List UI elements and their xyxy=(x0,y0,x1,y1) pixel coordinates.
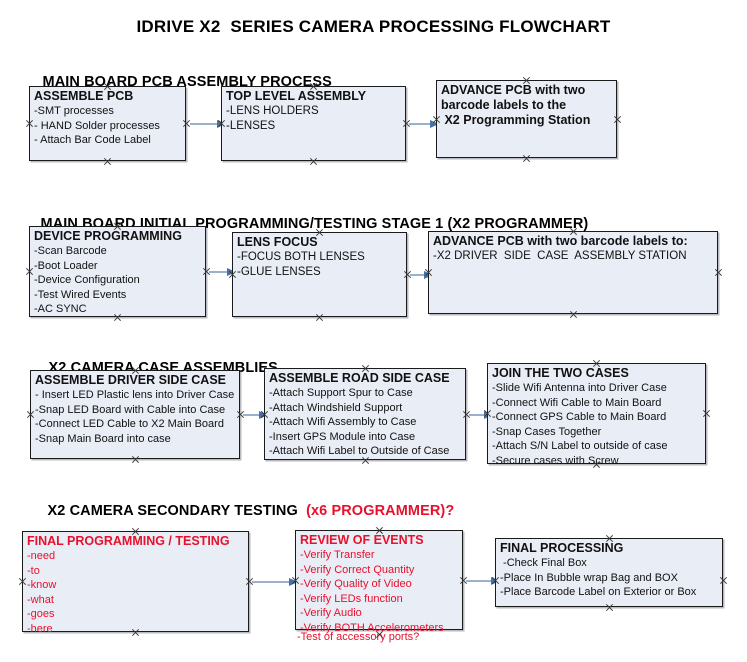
flow-box-line: - Attach Bar Code Label xyxy=(34,134,151,146)
flow-box-line: -Snap Main Board into case xyxy=(35,432,171,445)
flow-box-final-processing[interactable]: FINAL PROCESSING -Check Final Box -Place… xyxy=(495,538,723,607)
flow-box-content: REVIEW OF EVENTS -Verify Transfer -Verif… xyxy=(300,533,460,635)
flow-box-line: -Verify LEDs function xyxy=(300,592,403,605)
flow-box-assemble-pcb[interactable]: ASSEMBLE PCB -SMT processes - HAND Solde… xyxy=(29,86,186,161)
flow-box-title: ADVANCE PCB with two xyxy=(441,83,586,97)
connector-arrow xyxy=(466,576,500,585)
flow-box-assemble-road-side-case[interactable]: ASSEMBLE ROAD SIDE CASE -Attach Support … xyxy=(264,368,466,460)
flow-box-title: TOP LEVEL ASSEMBLY xyxy=(226,89,367,103)
flow-box-line: -goes xyxy=(27,608,55,620)
connector-arrow xyxy=(209,267,236,276)
flow-box-line: -Connect LED Cable to X2 Main Board xyxy=(35,418,224,430)
flow-box-lens-focus[interactable]: LENS FOCUS -FOCUS BOTH LENSES -GLUE LENS… xyxy=(232,232,407,317)
flow-box-line: -to xyxy=(27,564,40,577)
connector-arrow xyxy=(469,410,493,419)
flow-box-assemble-driver-side-case[interactable]: ASSEMBLE DRIVER SIDE CASE - Insert LED P… xyxy=(30,370,240,459)
flow-box-line: -Check Final Box xyxy=(500,557,587,569)
flow-box-title: ADVANCE PCB with two barcode labels to: xyxy=(433,234,688,248)
flow-box-line: -GLUE LENSES xyxy=(237,265,321,278)
flow-box-device-programming[interactable]: DEVICE PROGRAMMING -Scan Barcode -Boot L… xyxy=(29,226,206,317)
flow-box-line: -SMT processes xyxy=(34,105,114,117)
flow-box-review-of-events[interactable]: REVIEW OF EVENTS -Verify Transfer -Verif… xyxy=(295,530,463,634)
connector-arrow xyxy=(410,270,433,279)
flow-box-content: FINAL PROGRAMMING / TESTING -need -to -k… xyxy=(27,534,246,636)
flow-box-line: -LENSES xyxy=(226,119,276,132)
flow-box-content: ADVANCE PCB with two barcode labels to t… xyxy=(441,83,614,128)
connector-arrow xyxy=(409,119,439,128)
flow-box-line: -Attach Windshield Support xyxy=(269,401,403,414)
flow-box-line: -Attach Wifi Label to Outside of Case xyxy=(269,445,450,457)
flow-box-content: TOP LEVEL ASSEMBLY -LENS HOLDERS -LENSES xyxy=(226,89,403,133)
flow-box-line: -Insert GPS Module into Case xyxy=(269,430,416,443)
flow-box-content: FINAL PROCESSING -Check Final Box -Place… xyxy=(500,541,720,600)
flow-box-content: ASSEMBLE ROAD SIDE CASE -Attach Support … xyxy=(269,371,463,459)
flow-box-line: -Verify BOTH Accelerometers xyxy=(300,621,444,634)
flow-box-line: -FOCUS BOTH LENSES xyxy=(237,251,365,263)
flow-box-title: JOIN THE TWO CASES xyxy=(492,366,629,380)
flow-box-content: JOIN THE TWO CASES -Slide Wifi Antenna i… xyxy=(492,366,703,468)
flow-box-line: -AC SYNC xyxy=(34,303,87,315)
flow-box-content: LENS FOCUS -FOCUS BOTH LENSES -GLUE LENS… xyxy=(237,235,404,279)
flow-box-title-line3: X2 Programming Station xyxy=(441,113,591,127)
flow-box-line: -Verify Audio xyxy=(300,607,362,619)
flow-box-line: -Verify Correct Quantity xyxy=(300,563,415,576)
flow-box-title: LENS FOCUS xyxy=(237,235,318,249)
flow-box-line: - Insert LED Plastic lens into Driver Ca… xyxy=(35,389,235,401)
flow-box-line: -Attach Support Spur to Case xyxy=(269,387,413,399)
flow-box-content: DEVICE PROGRAMMING -Scan Barcode -Boot L… xyxy=(34,229,203,317)
flow-box-line: -Secure cases with Screw xyxy=(492,454,619,467)
flow-box-line: -Attach S/N Label to outside of case xyxy=(492,440,668,452)
flow-box-title: ASSEMBLE PCB xyxy=(34,89,134,103)
section-header-x2-camera-secondary-testing: X2 CAMERA SECONDARY TESTING (x6 PROGRAMM… xyxy=(31,487,455,535)
flow-box-join-the-two-cases[interactable]: JOIN THE TWO CASES -Slide Wifi Antenna i… xyxy=(487,363,706,467)
flow-box-line: -LENS HOLDERS xyxy=(226,105,319,117)
section-header-text: X2 CAMERA SECONDARY TESTING xyxy=(47,503,302,519)
flow-box-title: REVIEW OF EVENTS xyxy=(300,533,424,547)
flow-box-content: ADVANCE PCB with two barcode labels to: … xyxy=(433,234,715,264)
flow-box-line: -need xyxy=(27,550,56,562)
flow-box-line: -Device Configuration xyxy=(34,274,140,286)
page-title: IDRIVE X2 SERIES CAMERA PROCESSING FLOWC… xyxy=(136,17,611,36)
flow-box-line: -Connect GPS Cable to Main Board xyxy=(492,411,667,423)
flow-box-title: ASSEMBLE DRIVER SIDE CASE xyxy=(35,373,227,387)
flow-box-content: ASSEMBLE PCB -SMT processes - HAND Solde… xyxy=(34,89,183,148)
flow-box-line: -Attach Wifi Assembly to Case xyxy=(269,416,417,428)
flow-box-final-programming-testing[interactable]: FINAL PROGRAMMING / TESTING -need -to -k… xyxy=(22,531,249,635)
flow-box-content: ASSEMBLE DRIVER SIDE CASE - Insert LED P… xyxy=(35,373,237,446)
flow-box-line: -here xyxy=(27,622,53,635)
flow-box-line: -Snap LED Board with Cable into Case xyxy=(35,403,226,416)
connector-arrow xyxy=(243,410,268,419)
flow-box-title-line2: barcode labels to the xyxy=(441,98,567,112)
flow-box-overflow-line: -Test of accessory ports? xyxy=(297,631,420,643)
flow-box-top-level-assembly[interactable]: TOP LEVEL ASSEMBLY -LENS HOLDERS -LENSES xyxy=(221,86,406,161)
flow-box-line: -X2 DRIVER SIDE CASE ASSEMBLY STATION xyxy=(433,250,687,262)
flow-box-line: -Boot Loader xyxy=(34,259,98,272)
flow-box-line: -Verify Transfer xyxy=(300,549,375,561)
section-header-accent: (x6 PROGRAMMER)? xyxy=(301,503,455,519)
flow-box-title: FINAL PROGRAMMING / TESTING xyxy=(27,534,230,548)
flow-box-line: -what xyxy=(27,593,54,606)
flow-box-line: -Slide Wifi Antenna into Driver Case xyxy=(492,382,667,394)
flow-box-line: -Place Barcode Label on Exterior or Box xyxy=(500,586,697,598)
flow-box-title: FINAL PROCESSING xyxy=(500,541,624,555)
flow-box-line: -Verify Quality of Video xyxy=(300,578,412,590)
connector-arrow xyxy=(252,577,298,586)
flow-box-advance-pcb-programming-station[interactable]: ADVANCE PCB with two barcode labels to t… xyxy=(436,80,617,158)
flow-box-advance-pcb-driver-side-case[interactable]: ADVANCE PCB with two barcode labels to: … xyxy=(428,231,718,314)
flow-box-line: -Test Wired Events xyxy=(34,288,127,301)
flow-box-title: DEVICE PROGRAMMING xyxy=(34,229,182,243)
flow-box-line: -Place In Bubble wrap Bag and BOX xyxy=(500,571,678,584)
connector-arrow xyxy=(190,119,226,128)
flow-box-line: -Snap Cases Together xyxy=(492,425,602,438)
flow-box-line: -know xyxy=(27,579,57,591)
flow-box-line: -Connect Wifi Cable to Main Board xyxy=(492,396,662,409)
flow-box-line: -Scan Barcode xyxy=(34,245,107,257)
flow-box-line: - HAND Solder processes xyxy=(34,119,160,132)
flow-box-title: ASSEMBLE ROAD SIDE CASE xyxy=(269,371,450,385)
